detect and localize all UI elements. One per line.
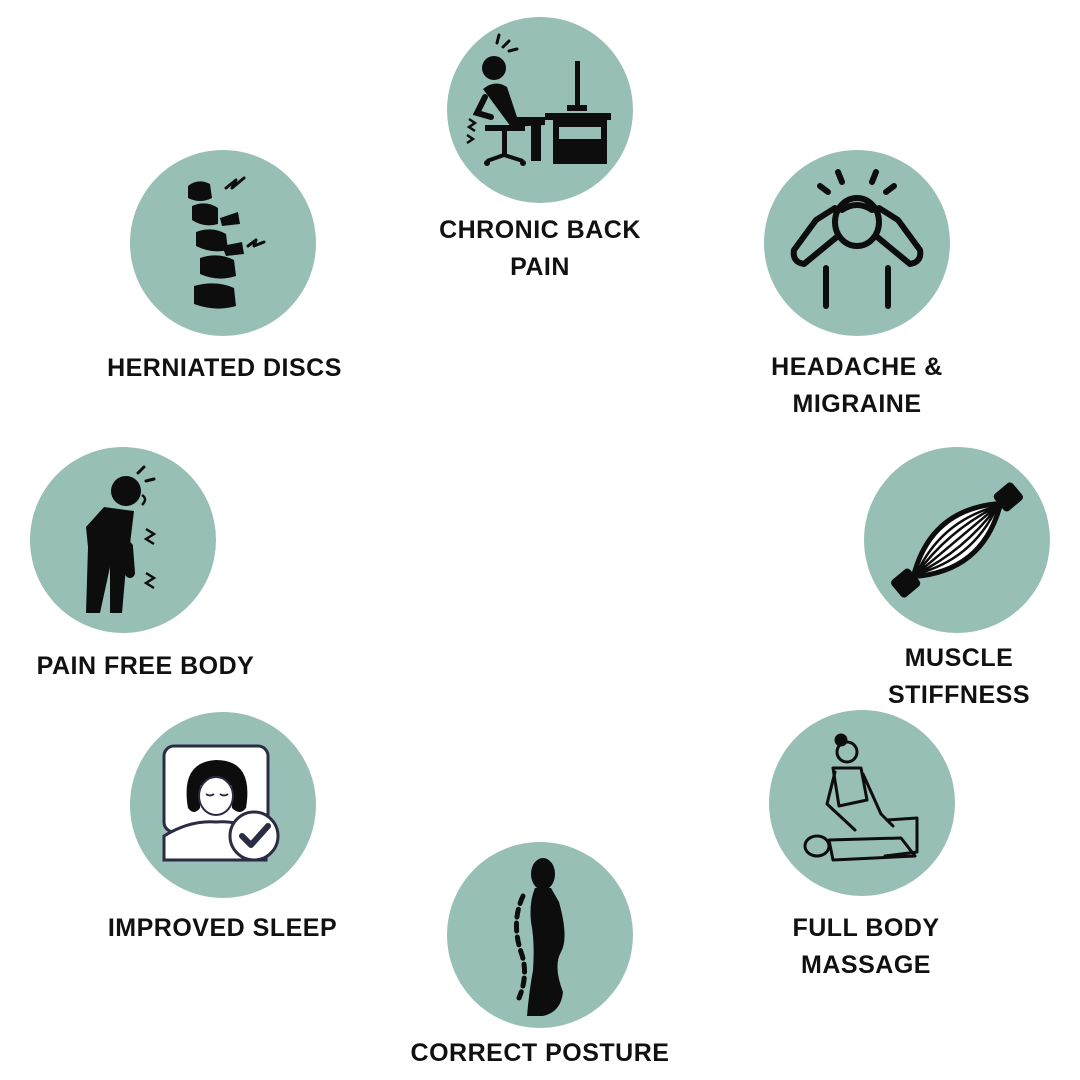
item-label: HERNIATED DISCS <box>107 354 342 382</box>
massage-therapist-icon <box>769 710 955 896</box>
item-label: PAIN FREE BODY <box>36 652 255 680</box>
spine-vertebrae-icon <box>130 150 316 336</box>
item-label: HEADACHE &MIGRAINE <box>771 353 943 418</box>
headache-icon <box>764 150 950 336</box>
sleeping-person-check-icon <box>130 712 316 898</box>
knee-pain-person-icon <box>30 447 216 633</box>
item-label: IMPROVED SLEEP <box>107 914 338 942</box>
muscle-fiber-icon <box>864 447 1050 633</box>
item-label: CORRECT POSTURE <box>410 1039 670 1067</box>
back-pain-desk-icon <box>447 17 633 203</box>
spine-posture-icon <box>447 842 633 1028</box>
